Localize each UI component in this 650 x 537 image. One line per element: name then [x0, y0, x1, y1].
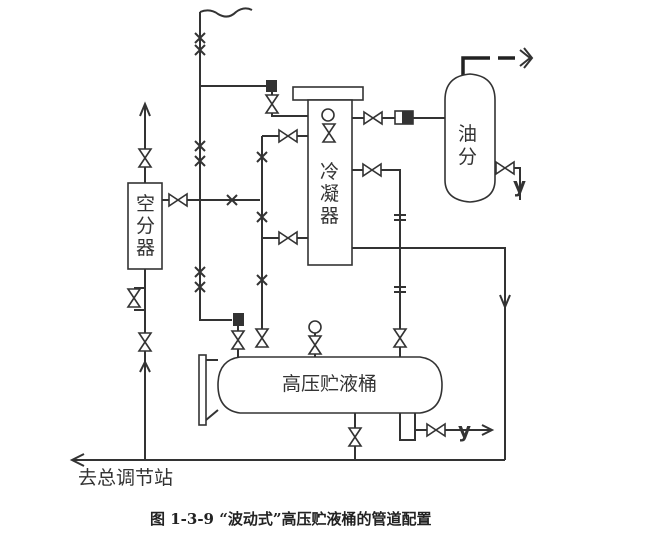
condenser-label: 器 — [320, 205, 339, 227]
oil-separator: 油 分 — [444, 73, 496, 203]
condenser-label: 冷 — [320, 161, 339, 183]
condenser: 冷 凝 器 — [292, 86, 364, 266]
oil-separator-label: 分 — [458, 146, 477, 168]
air-separator-label: 器 — [136, 237, 155, 259]
high-pressure-receiver: 高压贮液桶 y — [198, 320, 495, 460]
air-separator-label: 空 — [136, 193, 155, 215]
bottom-return-pipe: 去总调节站 — [69, 453, 505, 489]
receiver-label: 高压贮液桶 — [282, 373, 377, 395]
figure-caption: 图 1-3-9 “波动式”高压贮液桶的管道配置 — [150, 510, 431, 528]
to-station-label: 去总调节站 — [78, 467, 173, 489]
condenser-inlet-pipes — [200, 80, 308, 360]
oil-separator-pipes: y — [352, 47, 534, 200]
outlet-y-label: y — [513, 173, 526, 197]
main-vertical-pipe — [194, 7, 253, 321]
outlet-y-label: y — [458, 418, 471, 442]
air-separator: 空 分 器 — [127, 101, 260, 460]
condenser-drain-pipe — [352, 163, 511, 460]
air-separator-label: 分 — [136, 215, 155, 237]
oil-separator-label: 油 — [458, 123, 477, 145]
condenser-label: 凝 — [320, 183, 339, 205]
